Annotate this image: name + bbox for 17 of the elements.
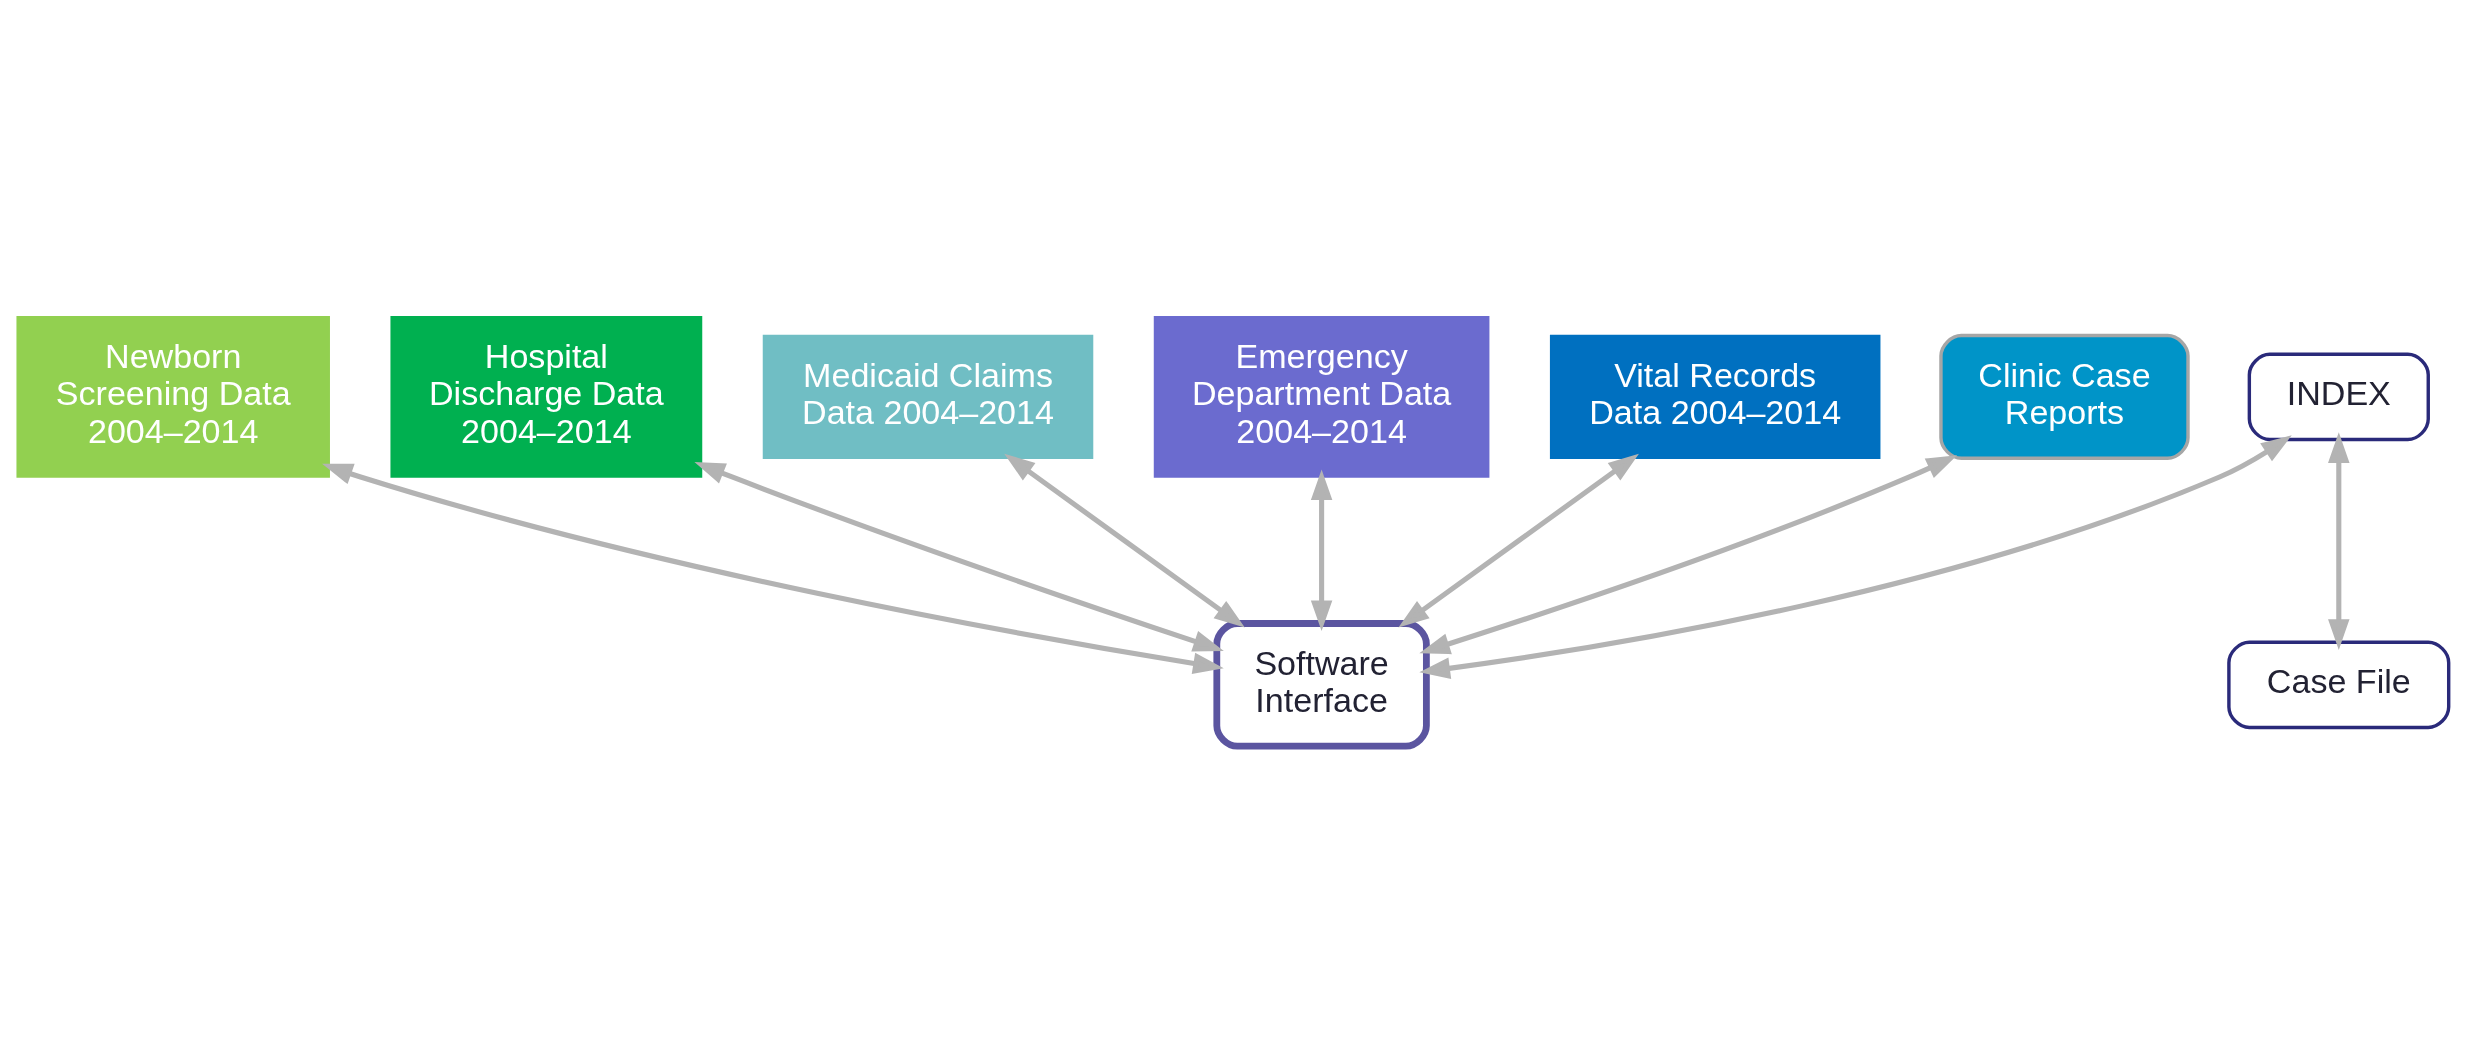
node-box: Clinic Case Reports: [1939, 333, 2190, 460]
node-box: Case File: [2227, 640, 2451, 729]
arrow: [322, 463, 1224, 674]
arrow: [1310, 468, 1333, 631]
node-box: Software Interface: [1213, 619, 1430, 750]
arrow: [694, 461, 1224, 652]
node-box: Vital Records Data 2004–2014: [1549, 334, 1881, 459]
arrow: [1004, 453, 1245, 628]
node-box: Newborn Screening Data 2004–2014: [16, 315, 330, 478]
node-box: INDEX: [2247, 352, 2430, 441]
node-box: Hospital Discharge Data 2004–2014: [390, 315, 703, 478]
arrow: [1419, 434, 2292, 679]
arrow: [1398, 453, 1639, 628]
node-box: Emergency Department Data 2004–2014: [1153, 315, 1490, 478]
arrow: [2328, 431, 2350, 650]
arrow: [1419, 454, 1958, 654]
node-box: Medicaid Claims Data 2004–2014: [762, 334, 1094, 459]
